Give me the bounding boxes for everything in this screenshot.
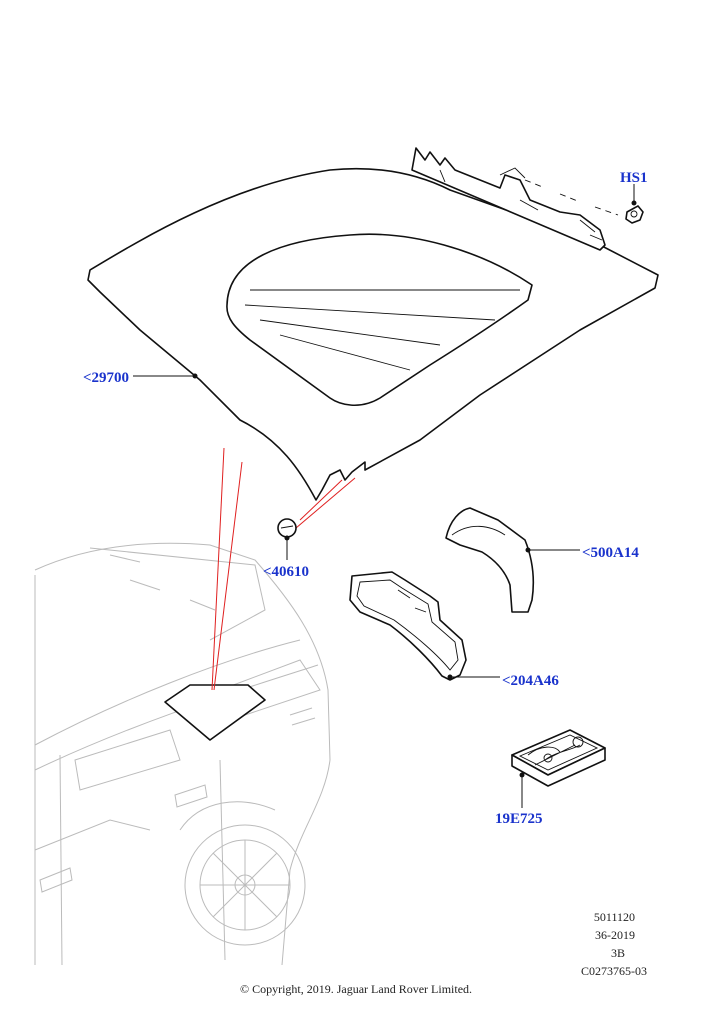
callout-500a14[interactable]: <500A14 bbox=[582, 545, 639, 561]
copyright-text: © Copyright, 2019. Jaguar Land Rover Lim… bbox=[240, 982, 472, 996]
reference-line-1: 5011120 bbox=[594, 910, 635, 924]
vehicle-outline bbox=[34, 542, 331, 966]
callout-29700[interactable]: <29700 bbox=[83, 370, 129, 386]
part-hs1-bolt bbox=[524, 179, 644, 224]
callout-40610[interactable]: <40610 bbox=[263, 564, 309, 580]
reference-line-4: C0273765-03 bbox=[581, 964, 647, 978]
load-floor-location-highlight bbox=[164, 684, 266, 741]
locator-lines bbox=[211, 447, 356, 691]
part-40610-cap bbox=[277, 518, 297, 560]
rear-bracket bbox=[411, 147, 606, 251]
callout-19e725[interactable]: 19E725 bbox=[495, 811, 543, 827]
reference-line-2: 36-2019 bbox=[595, 928, 635, 942]
part-29700-load-floor bbox=[87, 167, 659, 501]
part-500a14-trim-panel bbox=[445, 507, 580, 613]
reference-line-3: 3B bbox=[611, 946, 625, 960]
part-19e725-tool-kit bbox=[511, 729, 606, 808]
callout-204a46[interactable]: <204A46 bbox=[502, 673, 559, 689]
callout-hs1[interactable]: HS1 bbox=[620, 170, 648, 186]
part-204a46-seal bbox=[349, 571, 500, 681]
